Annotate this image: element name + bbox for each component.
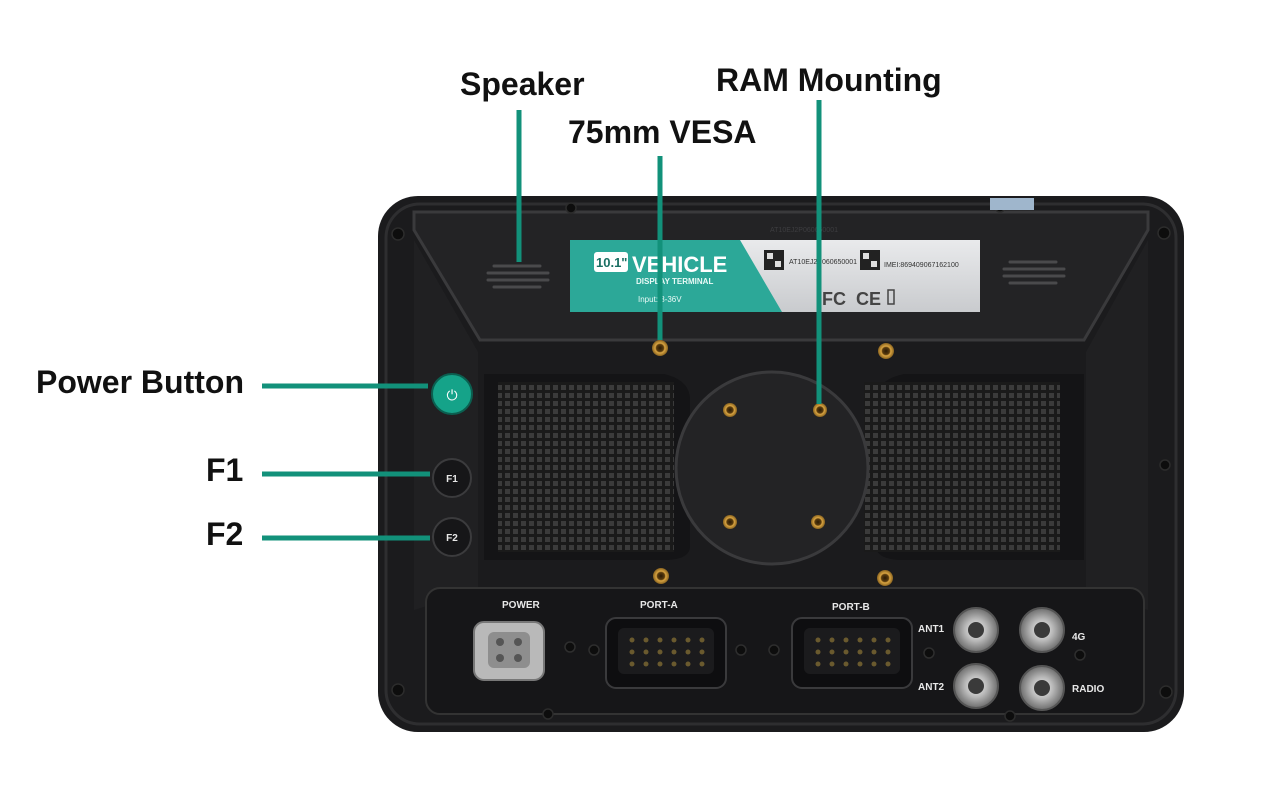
port-label-ant1: ANT1 [918, 624, 945, 635]
f1-button[interactable]: F1 [432, 458, 472, 498]
ant2-connector[interactable] [953, 663, 999, 709]
ram-insert [813, 403, 827, 417]
vesa-inserts [652, 340, 894, 586]
port-label-port-b: PORT-B [832, 602, 870, 613]
vesa-insert [653, 568, 669, 584]
port-panel-screws [564, 641, 1086, 661]
port-label-4g: 4G [1072, 632, 1086, 643]
callout-label-f2: F2 [206, 516, 244, 552]
vent-grille-right [864, 374, 1084, 560]
fcc-mark-icon: FC [822, 289, 846, 309]
ram-mount-plate [674, 370, 870, 566]
callout-label-vesa: 75mm VESA [568, 114, 757, 150]
vesa-insert [878, 343, 894, 359]
ram-insert [723, 403, 737, 417]
port-a-connector[interactable] [605, 617, 727, 689]
power-icon: ⏻ [446, 388, 457, 404]
power-connector[interactable] [473, 621, 545, 681]
label-serial: AT10EJ2P060650001 [789, 259, 857, 266]
port-label-radio: RADIO [1072, 684, 1104, 695]
power-button[interactable]: ⏻ [431, 373, 473, 415]
4g-connector[interactable] [1019, 607, 1065, 653]
port-label-port-a: PORT-A [640, 600, 678, 611]
vent-grille-left [484, 374, 690, 560]
f2-button[interactable]: F2 [432, 517, 472, 557]
ram-insert [811, 515, 825, 529]
ram-mount-inserts [723, 403, 827, 529]
vesa-insert [652, 340, 668, 356]
f1-button-label: F1 [446, 474, 458, 485]
callout-label-speaker: Speaker [460, 66, 585, 102]
port-label-ant2: ANT2 [918, 682, 945, 693]
callout-label-power-button: Power Button [36, 364, 244, 400]
ram-insert [723, 515, 737, 529]
callout-label-f1: F1 [206, 452, 244, 488]
vesa-insert [877, 570, 893, 586]
radio-connector[interactable] [1019, 665, 1065, 711]
callout-label-ram-mounting: RAM Mounting [716, 62, 942, 98]
label-title: VEHICLE [632, 252, 727, 277]
callout-lines [262, 100, 822, 541]
port-b-connector[interactable] [791, 617, 913, 689]
label-size-badge: 10.1" [596, 255, 627, 270]
ce-mark-icon: CE [856, 289, 881, 309]
housing-serial-engraving: AT10EJ2P060650001 [770, 227, 838, 234]
speaker-grille-right [1002, 260, 1066, 285]
ant1-connector[interactable] [953, 607, 999, 653]
product-label: 10.1" VEHICLE DISPLAY TERMINAL Input: 8-… [570, 240, 980, 312]
f2-button-label: F2 [446, 533, 458, 544]
weee-mark-icon [887, 289, 895, 305]
speaker-grille-left [486, 264, 550, 289]
label-subtitle: DISPLAY TERMINAL [636, 277, 713, 286]
port-label-power: POWER [502, 600, 541, 611]
label-imei: IMEI:869409067162100 [884, 262, 959, 269]
